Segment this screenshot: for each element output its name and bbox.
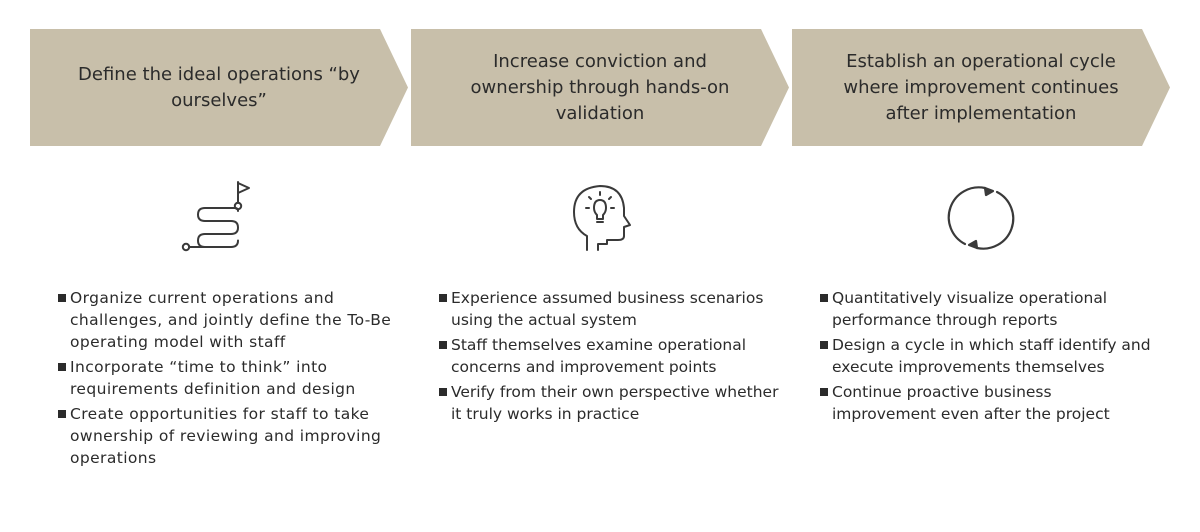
step-2-title: Increase conviction and ownership throug… [470, 50, 730, 124]
step-3-chevron: Establish an operational cycle where imp… [792, 29, 1170, 146]
step-3: Establish an operational cycle where imp… [792, 0, 1172, 532]
step-3-point-2: Design a cycle in which staff identify a… [820, 334, 1160, 378]
step-1-chevron: Define the ideal operations “by ourselve… [30, 29, 408, 146]
step-2: Increase conviction and ownership throug… [411, 0, 791, 532]
step-1-point-2: Incorporate “time to think” into require… [58, 356, 398, 400]
step-1-title: Define the ideal operations “by ourselve… [78, 63, 360, 111]
step-3-point-1: Quantitatively visualize operational per… [820, 287, 1160, 331]
step-3-point-3: Continue proactive business improvement … [820, 381, 1160, 425]
step-2-points: Experience assumed business scenarios us… [439, 287, 779, 428]
step-3-points: Quantitatively visualize operational per… [820, 287, 1160, 428]
step-2-chevron: Increase conviction and ownership throug… [411, 29, 789, 146]
step-3-title: Establish an operational cycle where imp… [843, 50, 1119, 124]
head-lightbulb-icon [411, 178, 789, 258]
step-1-point-1: Organize current operations and challeng… [58, 287, 398, 353]
cycle-arrows-icon [792, 178, 1170, 258]
step-2-point-2: Staff themselves examine operational con… [439, 334, 779, 378]
step-1-points: Organize current operations and challeng… [58, 287, 398, 472]
step-2-point-3: Verify from their own perspective whethe… [439, 381, 779, 425]
step-1-point-3: Create opportunities for staff to take o… [58, 403, 398, 469]
step-1: Define the ideal operations “by ourselve… [30, 0, 410, 532]
winding-path-flag-icon [30, 178, 408, 258]
step-2-point-1: Experience assumed business scenarios us… [439, 287, 779, 331]
